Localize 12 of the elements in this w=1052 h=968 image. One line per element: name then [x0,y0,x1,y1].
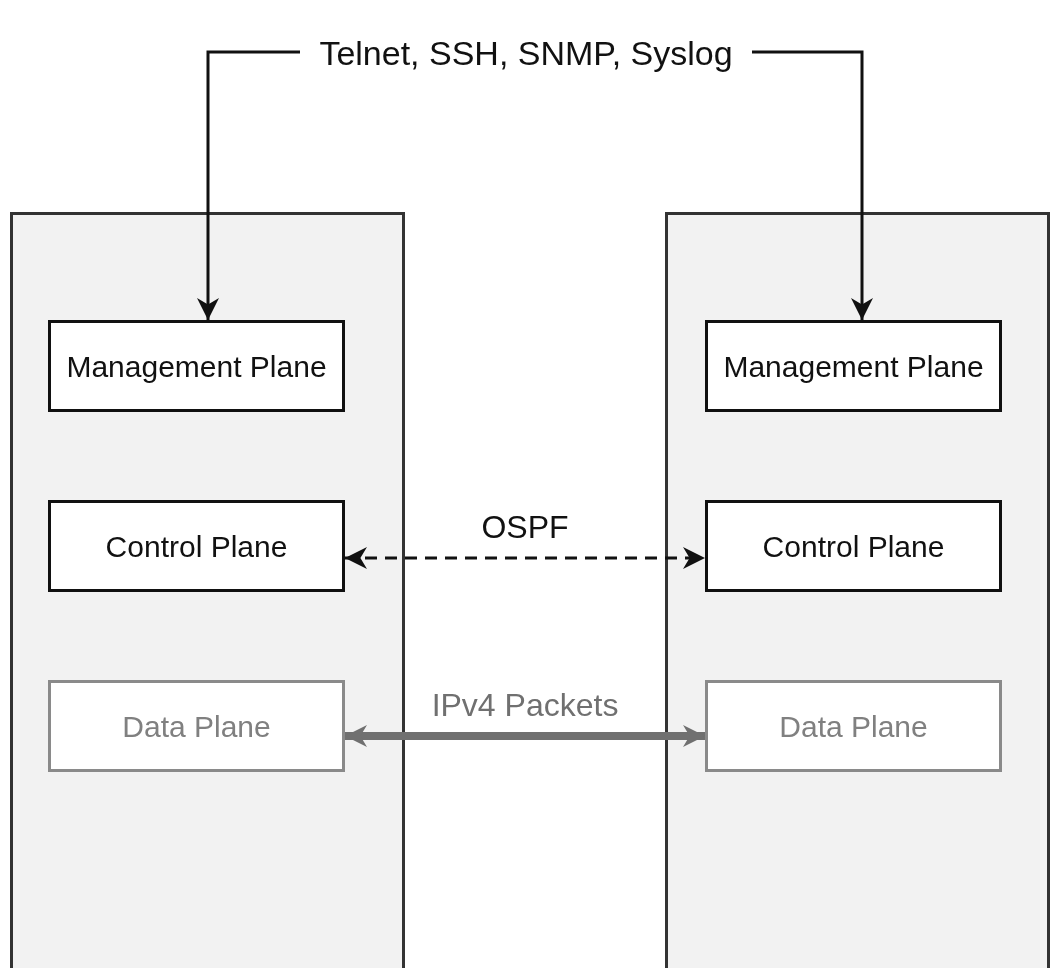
plane-box: Control Plane [48,500,345,592]
arrow [345,547,705,569]
device-box [10,212,405,968]
arrow [752,50,873,320]
plane-box: Data Plane [705,680,1002,772]
arrow [345,725,705,747]
plane-box: Data Plane [48,680,345,772]
plane-box: Management Plane [48,320,345,412]
device-box [665,212,1050,968]
plane-box: Management Plane [705,320,1002,412]
arrow [197,50,300,320]
plane-box: Control Plane [705,500,1002,592]
